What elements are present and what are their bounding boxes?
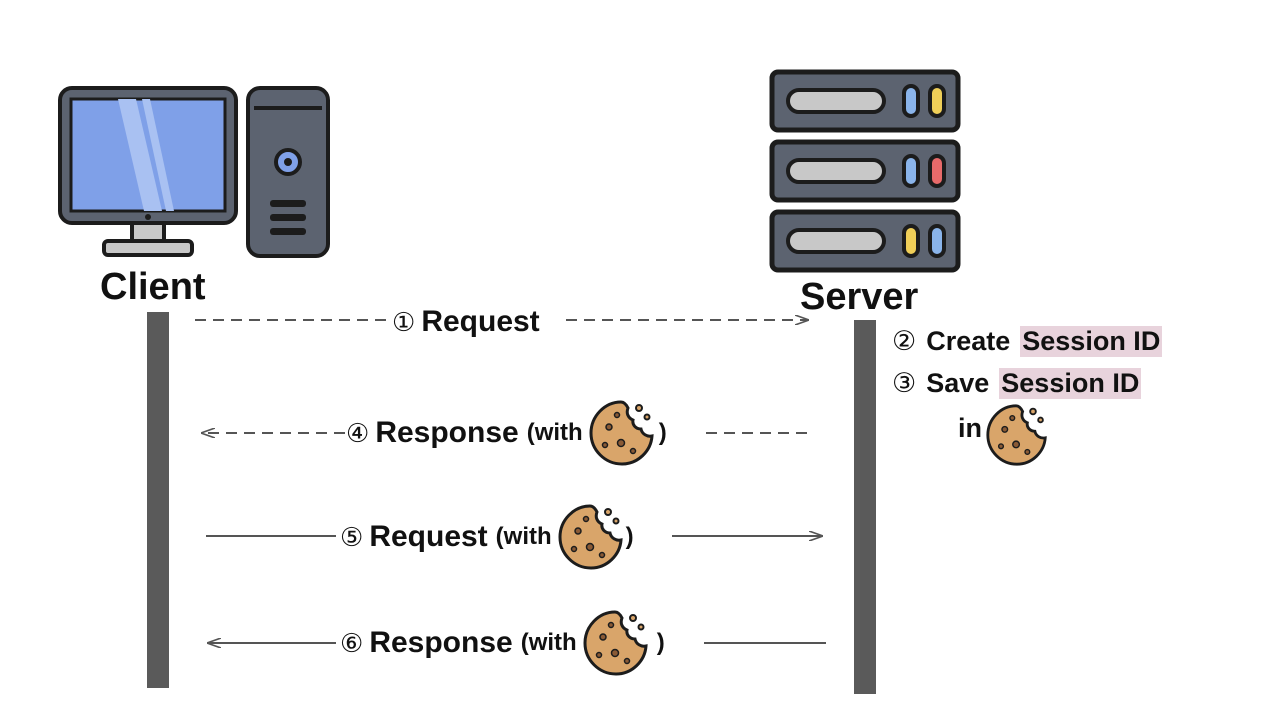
step-number: ⑥ [340,627,364,658]
close-paren: ) [658,419,667,446]
with-text: (with [520,629,577,656]
client-label: Client [100,266,206,308]
cookie-icon [986,404,1047,466]
message-label: Request [421,305,540,338]
note-text: Save [926,367,990,398]
with-text: (with [495,523,552,550]
session-id-highlight: Session ID [1020,325,1163,357]
step-number: ② [892,325,917,356]
message-label: Response [375,416,519,449]
message-label: Request [369,520,488,553]
client-lifeline [147,312,169,688]
note-create-session: ② Create Session ID [892,322,1163,360]
message-5-request: ⑤ Request (with ) [340,502,634,572]
message-label: Response [369,626,513,659]
step-number: ④ [346,417,370,448]
server-rack-icon [769,69,961,273]
with-text: (with [526,419,583,446]
server-lifeline [854,320,876,694]
close-paren: ) [625,523,634,550]
note-save-session: ③ Save Session ID [892,364,1142,402]
session-id-highlight: Session ID [999,367,1142,399]
server-label: Server [800,276,919,318]
cookie-icon [558,504,623,570]
step-number: ① [392,306,416,337]
message-1-request: ① Request [392,302,540,342]
in-text: in [958,412,982,443]
note-text: Create [926,325,1011,356]
desktop-computer-icon [58,86,330,258]
close-paren: ) [656,629,665,656]
step-number: ⑤ [340,521,364,552]
note-in-cookie: in [958,402,1050,468]
message-4-response: ④ Response (with ) [346,398,667,468]
cookie-icon [589,400,654,466]
cookie-icon [583,610,648,676]
message-6-response: ⑥ Response (with ) [340,608,665,678]
step-number: ③ [892,367,917,398]
